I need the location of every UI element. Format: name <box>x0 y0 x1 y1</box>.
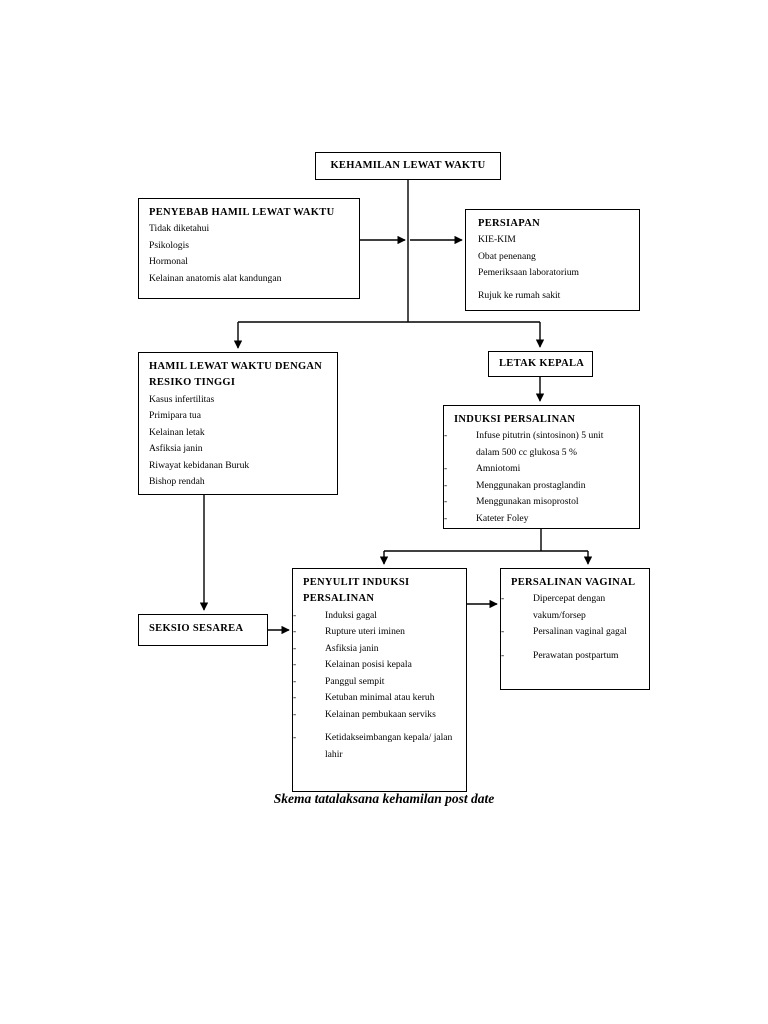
node-persiapan[interactable]: PERSIAPAN KIE-KIM Obat penenang Pemeriks… <box>465 209 640 311</box>
dash-marker: - <box>293 659 297 671</box>
list-item-label: Induksi gagal <box>325 609 377 621</box>
list-item: vakum/forsep <box>511 608 639 625</box>
list-item: - Menggunakan prostaglandin <box>444 478 629 495</box>
dash-marker: - <box>444 512 448 524</box>
dash-marker: - <box>444 496 448 508</box>
dash-marker: - <box>293 642 297 654</box>
node-title-text: SEKSIO SESAREA <box>149 623 244 634</box>
list-item: Primipara tua <box>149 410 201 422</box>
list-item-label: lahir <box>325 748 343 760</box>
node-title-line-1: HAMIL LEWAT WAKTU DENGAN <box>149 361 323 372</box>
list-item-label: Dipercepat dengan <box>533 593 606 605</box>
dash-marker: - <box>293 692 297 704</box>
dash-marker: - <box>501 593 505 605</box>
list-item: Kelainan anatomis alat kandungan <box>149 272 282 284</box>
list-item: - Rupture uteri iminen <box>293 624 456 641</box>
dash-marker: - <box>293 609 297 621</box>
list-item: - Persalinan vaginal gagal <box>501 624 639 641</box>
list-item: Rujuk ke rumah sakit <box>478 289 561 301</box>
list-item-label: dalam 500 cc glukosa 5 % <box>476 446 577 458</box>
node-induksi-persalinan[interactable]: INDUKSI PERSALINAN - Infuse pitutrin (sin… <box>443 405 640 529</box>
node-penyulit-induksi-persalinan[interactable]: PENYULIT INDUKSI PERSALINAN - Induksi gag… <box>292 568 467 792</box>
list-item: lahir <box>303 747 456 764</box>
node-item-list: - Induksi gagal - Rupture uteri iminen - As… <box>293 608 456 764</box>
node-item-list: - Dipercepat dengan vakum/forsep - Persali… <box>501 591 639 665</box>
list-item: Psikologis <box>149 239 189 251</box>
dash-marker: - <box>293 626 297 638</box>
node-item-list: - Infuse pitutrin (sintosinon) 5 unit dal… <box>444 428 629 528</box>
list-item: - Perawatan postpartum <box>501 648 639 665</box>
list-item: dalam 500 cc glukosa 5 % <box>454 445 629 462</box>
node-penyebab-hamil-lewat-waktu[interactable]: PENYEBAB HAMIL LEWAT WAKTU Tidak diketah… <box>138 198 360 299</box>
node-persalinan-vaginal[interactable]: PERSALINAN VAGINAL - Dipercepat dengan va… <box>500 568 650 690</box>
list-item: - Ketuban minimal atau keruh <box>293 690 456 707</box>
diagram-caption: Skema tatalaksana kehamilan post date <box>273 791 495 806</box>
list-item: Obat penenang <box>478 250 536 262</box>
list-item-label: Asfiksia janin <box>325 642 379 654</box>
list-item: - Panggul sempit <box>293 674 456 691</box>
list-item-label: Panggul sempit <box>325 675 385 687</box>
list-item: - Kateter Foley <box>444 511 629 528</box>
list-item: - Kelainan posisi kepala <box>293 657 456 674</box>
dash-marker: - <box>501 649 505 661</box>
node-title-text: KEHAMILAN LEWAT WAKTU <box>330 159 486 171</box>
list-item: - Amniotomi <box>444 461 629 478</box>
node-title-text: LETAK KEPALA <box>499 357 585 369</box>
node-title-line-2: RESIKO TINGGI <box>149 377 236 389</box>
list-item: - Kelainan pembukaan serviks <box>293 707 456 724</box>
list-item-label: Amniotomi <box>476 463 521 475</box>
dash-marker: - <box>444 430 448 442</box>
list-item-label: Ketidakseimbangan kepala/ jalan <box>325 732 453 744</box>
node-item-list: Tidak diketahui Psikologis Hormonal Kela… <box>149 221 349 287</box>
list-item: Kasus infertilitas <box>149 393 215 405</box>
list-item: Hormonal <box>149 256 188 268</box>
dash-marker: - <box>444 463 448 475</box>
list-item: Bishop rendah <box>149 476 205 488</box>
node-title-text: PERSIAPAN <box>478 218 541 229</box>
node-kehamilan-lewat-waktu[interactable]: KEHAMILAN LEWAT WAKTU <box>315 152 501 180</box>
dash-marker: - <box>501 626 505 638</box>
list-item-label: Kateter Foley <box>476 512 529 524</box>
list-item: - Infuse pitutrin (sintosinon) 5 unit <box>444 428 629 445</box>
node-item-list: Kasus infertilitas Primipara tua Kelaina… <box>149 392 327 491</box>
list-item: - Induksi gagal <box>293 608 456 625</box>
list-item: Kelainan letak <box>149 426 205 438</box>
list-item-label: Kelainan posisi kepala <box>325 659 412 671</box>
list-item: Tidak diketahui <box>149 223 210 235</box>
node-title-line-1: PENYULIT INDUKSI <box>303 577 410 588</box>
node-title-text: PENYEBAB HAMIL LEWAT WAKTU <box>149 207 335 218</box>
list-item-label: Rupture uteri iminen <box>325 626 405 638</box>
list-item: - Ketidakseimbangan kepala/ jalan <box>293 730 456 747</box>
list-item: - Dipercepat dengan <box>501 591 639 608</box>
node-title-line-2: PERSALINAN <box>303 593 375 605</box>
node-title-text: INDUKSI PERSALINAN <box>454 414 576 425</box>
node-letak-kepala[interactable]: LETAK KEPALA <box>488 351 593 377</box>
list-item: KIE-KIM <box>478 234 516 246</box>
dash-marker: - <box>293 732 297 744</box>
list-item: - Menggunakan misoprostol <box>444 494 629 511</box>
dash-marker: - <box>293 675 297 687</box>
node-seksio-sesarea[interactable]: SEKSIO SESAREA <box>138 614 268 646</box>
list-item-label: vakum/forsep <box>533 609 586 621</box>
list-item: - Asfiksia janin <box>293 641 456 658</box>
list-item-label: Ketuban minimal atau keruh <box>325 692 435 704</box>
list-item: Pemeriksaan laboratorium <box>478 267 579 279</box>
node-title-text: PERSALINAN VAGINAL <box>511 577 636 588</box>
list-item-label: Kelainan pembukaan serviks <box>325 708 436 720</box>
dash-marker: - <box>293 708 297 720</box>
list-item: Asfiksia janin <box>149 443 203 455</box>
node-hamil-lewat-waktu-resiko-tinggi[interactable]: HAMIL LEWAT WAKTU DENGAN RESIKO TINGGI K… <box>138 352 338 495</box>
list-item-label: Persalinan vaginal gagal <box>533 626 627 638</box>
dash-marker: - <box>444 479 448 491</box>
list-item: Riwayat kebidanan Buruk <box>149 459 250 471</box>
list-item-label: Menggunakan misoprostol <box>476 496 579 508</box>
list-item-label: Menggunakan prostaglandin <box>476 479 586 491</box>
node-item-list: KIE-KIM Obat penenang Pemeriksaan labora… <box>478 232 629 304</box>
list-item-label: Infuse pitutrin (sintosinon) 5 unit <box>476 430 604 442</box>
list-item-label: Perawatan postpartum <box>533 649 619 661</box>
